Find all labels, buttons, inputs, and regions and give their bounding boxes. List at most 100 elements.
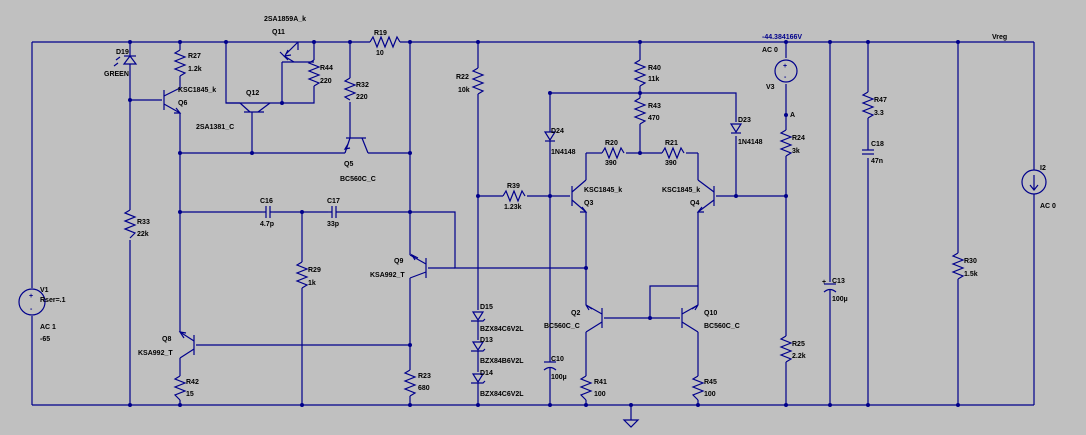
diodes — [113, 52, 743, 390]
label-q5-name: Q5 — [344, 161, 353, 168]
label-q9-model: KSA992_T — [370, 272, 405, 279]
resistor-r41 — [579, 375, 593, 401]
label-r33-name: R33 — [137, 219, 150, 226]
current-source-i2 — [1021, 169, 1047, 195]
resistor-r27 — [173, 49, 187, 77]
label-r19-name: R19 — [374, 30, 387, 37]
diode-d19 — [113, 52, 138, 72]
resistor-r22 — [471, 67, 485, 95]
label-r45-value: 100 — [704, 391, 716, 398]
label-r45-name: R45 — [704, 379, 717, 386]
resistor-r32 — [343, 77, 357, 101]
label-v3-name: V3 — [766, 84, 775, 91]
resistor-r39 — [502, 189, 526, 203]
sources: + - + - — [18, 59, 1047, 316]
transistor-q9 — [409, 253, 427, 279]
svg-text:-: - — [784, 74, 787, 81]
diode-d24 — [543, 131, 557, 146]
transistor-q6 — [163, 87, 182, 114]
svg-text:+: + — [783, 63, 787, 70]
label-v3-value: AC 0 — [762, 47, 778, 54]
label-q11-model: 2SA1859A_k — [264, 16, 306, 23]
resistor-r29 — [295, 261, 309, 289]
label-q10-name: Q10 — [704, 310, 717, 317]
label-net-a: A — [790, 112, 795, 119]
svg-text:-: - — [30, 306, 33, 313]
label-r33-value: 22k — [137, 231, 149, 238]
label-q8-name: Q8 — [162, 336, 171, 343]
label-r39-value: 1.23k — [504, 204, 522, 211]
label-r22-name: R22 — [456, 74, 469, 81]
capacitor-c10 — [543, 360, 557, 378]
label-v1-ac: AC 1 — [40, 324, 56, 331]
label-r47-name: R47 — [874, 97, 887, 104]
svg-text:+: + — [822, 279, 826, 286]
transistor-q12 — [226, 102, 271, 120]
label-r21-name: R21 — [665, 140, 678, 147]
svg-text:+: + — [29, 293, 33, 300]
label-q3-name: Q3 — [584, 200, 593, 207]
resistor-r42 — [173, 375, 187, 401]
resistor-r47 — [861, 91, 875, 119]
capacitor-c16 — [262, 206, 274, 218]
label-q2-name: Q2 — [571, 310, 580, 317]
label-q6-name: Q6 — [178, 100, 187, 107]
label-r19-value: 10 — [376, 50, 384, 57]
label-c13-value: 100µ — [832, 296, 848, 303]
label-r23-name: R23 — [418, 373, 431, 380]
voltage-readout: -44.384166V — [762, 34, 802, 41]
label-i2-value: AC 0 — [1040, 203, 1056, 210]
label-r30-name: R30 — [964, 258, 977, 265]
label-q2-model: BC560C_C — [544, 323, 580, 330]
label-v1-name: V1 — [40, 287, 49, 294]
label-c10-name: C10 — [551, 356, 564, 363]
label-q9-name: Q9 — [394, 258, 403, 265]
resistor-r21 — [661, 146, 685, 160]
resistor-r23 — [403, 369, 417, 397]
label-q12-model: 2SA1381_C — [196, 124, 234, 131]
label-r24-value: 3k — [792, 148, 800, 155]
diode-d23 — [729, 123, 743, 134]
label-d15-model: BZX84C6V2L — [480, 326, 524, 333]
label-d19-value: GREEN — [104, 71, 129, 78]
label-r41-value: 100 — [594, 391, 606, 398]
wires — [31, 41, 1035, 420]
resistor-r24 — [779, 129, 793, 157]
label-q11-name: Q11 — [272, 29, 285, 36]
label-r25-value: 2.2k — [792, 353, 806, 360]
label-d14-model: BZX84C6V2L — [480, 391, 524, 398]
label-r43-name: R43 — [648, 103, 661, 110]
transistor-q4 — [696, 179, 715, 213]
label-r25-name: R25 — [792, 341, 805, 348]
label-r24-name: R24 — [792, 135, 805, 142]
junctions — [128, 40, 960, 407]
capacitors: + — [262, 149, 874, 378]
label-r20-name: R20 — [605, 140, 618, 147]
labels: D19 GREEN R27 1.2k KSC1845_k Q6 2SA1859A… — [40, 16, 1056, 398]
label-v1-rser: Rser=.1 — [40, 297, 66, 304]
label-q6-model: KSC1845_k — [178, 87, 216, 94]
label-d14-name: D14 — [480, 370, 493, 377]
label-r23-value: 680 — [418, 385, 430, 392]
label-c10-value: 100µ — [551, 374, 567, 381]
label-c18-name: C18 — [871, 141, 884, 148]
resistors — [123, 35, 965, 401]
label-r27-value: 1.2k — [188, 66, 202, 73]
label-d24-name: D24 — [551, 128, 564, 135]
transistor-q11 — [279, 41, 314, 63]
label-r29-value: 1k — [308, 280, 316, 287]
resistor-r19 — [369, 35, 401, 49]
label-q5-model: BC560C_C — [340, 176, 376, 183]
label-r40-name: R40 — [648, 65, 661, 72]
transistor-q3 — [571, 179, 588, 213]
label-r22-value: 10k — [458, 87, 470, 94]
label-d19-name: D19 — [116, 49, 129, 56]
label-c18-value: 47n — [871, 158, 883, 165]
transistor-q5 — [343, 137, 369, 154]
resistor-r30 — [951, 252, 965, 280]
label-r42-name: R42 — [186, 379, 199, 386]
label-r43-value: 470 — [648, 115, 660, 122]
label-r29-name: R29 — [308, 267, 321, 274]
